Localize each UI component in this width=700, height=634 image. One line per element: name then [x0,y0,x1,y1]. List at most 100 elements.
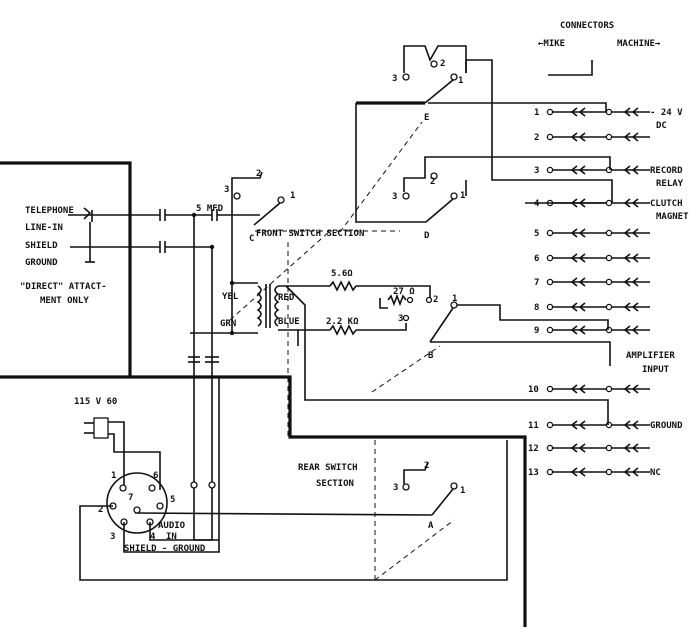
machine-chevron-icon [631,420,639,430]
svg-text:3: 3 [110,532,115,542]
potentiometer: 27 Ω 2 3 [379,287,438,324]
connector-row-10: 10 [528,384,650,395]
mike-chevron-icon [578,467,586,477]
svg-text:2: 2 [433,295,438,305]
power-label: 115 V 60 [74,397,117,407]
connector-label: CLUTCH [650,199,683,209]
machine-chevron-icon [623,302,631,312]
telephone-jack [68,207,95,263]
connector-row-3: 3 RECORD RELAY [534,165,684,189]
mike-terminal [546,303,554,311]
ground-label: GROUND [25,258,58,268]
mike-chevron-icon [578,384,586,394]
svg-text:2: 2 [424,461,429,471]
mike-chevron-icon [578,325,586,335]
svg-text:7: 7 [128,493,133,503]
machine-chevron-icon [623,132,631,142]
machine-chevron-icon [631,384,639,394]
mike-chevron-icon [570,467,578,477]
connector-number: 5 [534,229,539,239]
mike-terminal [546,468,554,476]
connector-number: 9 [534,326,539,336]
mike-chevron-icon [570,107,578,117]
rear-switch-section-label: SECTION [316,479,354,489]
mike-chevron-icon [570,384,578,394]
r1-label: 5.6Ω [331,269,353,279]
machine-chevron-icon [631,253,639,263]
machine-chevron-icon [623,107,631,117]
machine-chevron-icon [623,443,631,453]
svg-text:27 Ω: 27 Ω [393,287,415,297]
mike-chevron-icon [570,302,578,312]
connector-number: 2 [534,133,539,143]
machine-terminal [605,108,613,116]
amplifier-input-label: INPUT [642,365,670,375]
machine-chevron-icon [631,443,639,453]
svg-text:6: 6 [153,471,158,481]
svg-text:2: 2 [98,505,103,515]
svg-text:1: 1 [111,471,116,481]
mike-terminal [546,326,554,334]
machine-chevron-icon [631,132,639,142]
connector-number: 3 [534,166,539,176]
switch-wafer-d: 3 2 1 D [355,103,611,241]
machine-terminal [605,166,613,174]
mike-chevron-icon [570,277,578,287]
svg-text:3: 3 [392,192,397,202]
svg-text:2: 2 [430,177,435,187]
mike-terminal [546,444,554,452]
switch-d-label: D [424,231,430,241]
connector-row-5: 5 [534,228,650,239]
mike-label: ←MIKE [538,39,565,49]
switch-e-label: E [424,113,429,123]
machine-chevron-icon [631,302,639,312]
mike-terminal [546,108,554,116]
mike-chevron-icon [578,420,586,430]
connector-sublabel: RELAY [656,179,684,189]
telephone-label: TELEPHONE [25,206,74,216]
machine-chevron-icon [631,228,639,238]
connector-row-8: 8 [534,302,650,313]
machine-terminal [605,421,613,429]
mike-chevron-icon [578,277,586,287]
mike-chevron-icon [570,228,578,238]
machine-chevron-icon [623,277,631,287]
svg-text:3: 3 [398,314,403,324]
machine-chevron-icon [623,165,631,175]
machine-chevron-icon [631,165,639,175]
svg-text:1: 1 [460,486,465,496]
machine-terminal [605,229,613,237]
connector-number: 13 [528,468,539,478]
in-label: IN [166,532,177,542]
mike-terminal [546,421,554,429]
transformer: YEL GRN RED BLUE [220,215,300,334]
svg-text:2: 2 [440,59,445,69]
machine-terminal [605,133,613,141]
connector-sublabel: DC [656,121,667,131]
mike-terminal [546,385,554,393]
svg-text:1: 1 [460,191,465,201]
connector-number: 12 [528,444,539,454]
line-in-label: LINE-IN [25,223,63,233]
machine-chevron-icon [631,107,639,117]
connector-row-12: 12 [528,443,650,454]
machine-terminal [605,468,613,476]
switch-wafer-c: 2 3 1 C [224,169,295,244]
switch-c-label: C [249,234,254,244]
mfd-label: 5 MFD [196,204,224,214]
connector-number: 4 [534,199,540,209]
amplifier-label: AMPLIFIER [626,351,675,361]
connector-row-7: 7 [534,277,650,288]
machine-chevron-icon [623,228,631,238]
connectors-title: CONNECTORS [560,21,614,31]
mike-chevron-icon [578,132,586,142]
machine-chevron-icon [623,467,631,477]
machine-label: MACHINE→ [617,39,661,49]
mike-terminal [546,254,554,262]
machine-chevron-icon [631,198,639,208]
connector-label: RECORD [650,166,683,176]
connector-sublabel: MAGNET [656,212,689,222]
